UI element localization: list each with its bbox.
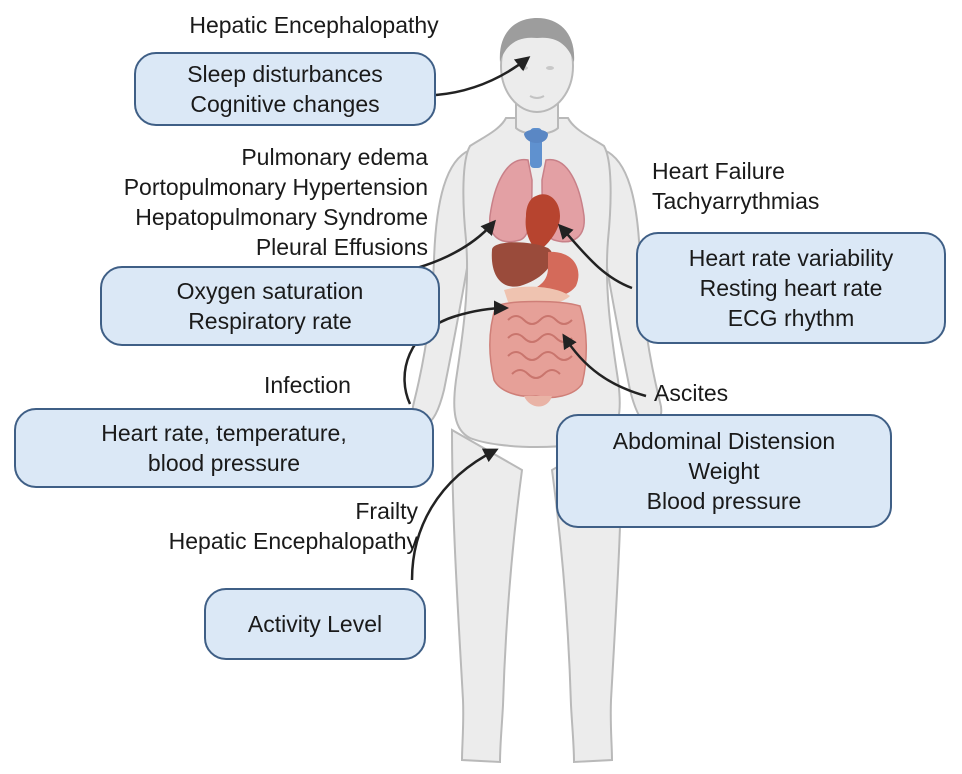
- condition-line: Infection: [264, 370, 404, 400]
- metric-line: Heart rate, temperature,: [101, 418, 346, 448]
- metric-line: blood pressure: [148, 448, 300, 478]
- metric-line: Abdominal Distension: [613, 426, 835, 456]
- infection-metrics-box: Heart rate, temperature, blood pressure: [14, 408, 434, 488]
- lungs-condition-label: Pulmonary edema Portopulmonary Hypertens…: [20, 142, 428, 262]
- left-leg: [452, 430, 522, 762]
- metric-line: Activity Level: [248, 609, 382, 639]
- lungs-metrics-box: Oxygen saturation Respiratory rate: [100, 266, 440, 346]
- metric-line: Cognitive changes: [190, 89, 379, 119]
- heart-condition-label: Heart Failure Tachyarrythmias: [652, 156, 892, 216]
- frailty-condition-label: Frailty Hepatic Encephalopathy: [100, 496, 418, 556]
- condition-line: Pulmonary edema: [20, 142, 428, 172]
- metric-line: Heart rate variability: [689, 243, 894, 273]
- head-metrics-box: Sleep disturbances Cognitive changes: [134, 52, 436, 126]
- metric-line: Sleep disturbances: [187, 59, 383, 89]
- heart-metrics-box: Heart rate variability Resting heart rat…: [636, 232, 946, 344]
- condition-line: Ascites: [654, 378, 774, 408]
- condition-line: Frailty: [100, 496, 418, 526]
- infection-condition-label: Infection: [264, 370, 404, 400]
- left-eye: [520, 66, 528, 70]
- condition-line: Hepatic Encephalopathy: [156, 10, 472, 40]
- condition-line: Portopulmonary Hypertension: [20, 172, 428, 202]
- metric-line: Oxygen saturation: [177, 276, 364, 306]
- metric-line: ECG rhythm: [728, 303, 855, 333]
- ascites-metrics-box: Abdominal Distension Weight Blood pressu…: [556, 414, 892, 528]
- large-intestine: [490, 302, 587, 398]
- condition-line: Tachyarrythmias: [652, 186, 892, 216]
- condition-line: Hepatopulmonary Syndrome: [20, 202, 428, 232]
- condition-line: Hepatic Encephalopathy: [100, 526, 418, 556]
- metric-line: Resting heart rate: [700, 273, 883, 303]
- frailty-metrics-box: Activity Level: [204, 588, 426, 660]
- metric-line: Blood pressure: [647, 486, 802, 516]
- right-eye: [546, 66, 554, 70]
- head-condition-label: Hepatic Encephalopathy: [156, 10, 472, 40]
- metric-line: Weight: [688, 456, 759, 486]
- ascites-condition-label: Ascites: [654, 378, 774, 408]
- metric-line: Respiratory rate: [188, 306, 352, 336]
- condition-line: Heart Failure: [652, 156, 892, 186]
- condition-line: Pleural Effusions: [20, 232, 428, 262]
